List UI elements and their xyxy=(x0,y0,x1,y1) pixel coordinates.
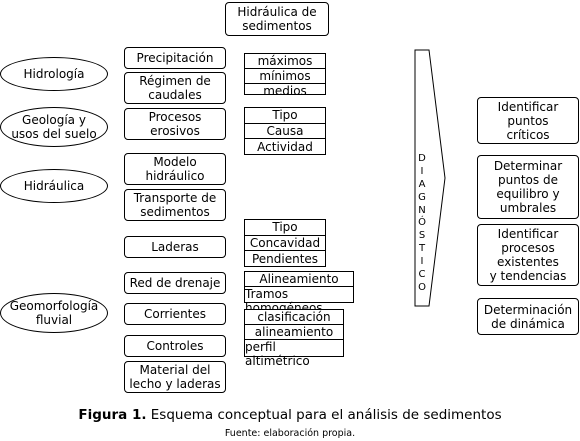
diagnostico-letter: C xyxy=(418,269,426,281)
diagnostico-label: D I A G N Ó S T I C O xyxy=(415,153,429,293)
diagnostico-letter: D xyxy=(418,153,426,164)
diagnostico-arrow xyxy=(414,49,446,307)
diagnostico-letter: A xyxy=(418,178,426,190)
box-determinar-puntos: Determinar puntos de equilibro y umbrale… xyxy=(477,155,579,219)
diagnostico-letter: N xyxy=(418,204,426,216)
box-red-drenaje: Red de drenaje xyxy=(124,272,226,294)
box-transporte: Transporte de sedimentos xyxy=(124,189,226,221)
box-regimen: Régimen de caudales xyxy=(124,72,226,104)
diagnostico-letter: I xyxy=(420,256,424,268)
stack-corrientes: clasificación alineamiento perfil altimé… xyxy=(244,309,344,368)
diagnostico-letter: T xyxy=(418,243,426,255)
box-corrientes: Corrientes xyxy=(124,303,226,325)
box-controles: Controles xyxy=(124,335,226,357)
box-material: Material del lecho y laderas xyxy=(124,361,226,393)
stack-item: clasificación xyxy=(257,310,331,324)
stack-drenaje: Alineamiento Tramos homogéneos xyxy=(244,271,354,315)
box-modelo: Modelo hidráulico xyxy=(124,153,226,185)
box-laderas: Laderas xyxy=(124,236,226,258)
stack-item: máximos xyxy=(257,54,313,68)
title-box: Hidráulica de sedimentos xyxy=(225,2,329,36)
figure-source: Fuente: elaboración propia. xyxy=(224,428,356,439)
oval-hidrologia: Hidrología xyxy=(0,57,108,91)
stack-item: Tipo xyxy=(272,108,298,123)
oval-geomorfologia: Geomorfología fluvial xyxy=(0,293,108,333)
diagnostico-letter: Ó xyxy=(418,217,426,229)
caption-label: Figura 1. xyxy=(78,407,147,423)
diagnostico-letter: I xyxy=(420,165,424,177)
stack-laderas: Tipo Concavidad Pendientes xyxy=(244,219,326,267)
stack-item: Concavidad xyxy=(245,234,325,251)
box-identificar-procesos: Identificar procesos existentes y tenden… xyxy=(477,224,579,286)
stack-item: Pendientes xyxy=(245,250,325,266)
caption-text: Esquema conceptual para el análisis de s… xyxy=(146,407,502,423)
box-procesos: Procesos erosivos xyxy=(124,108,226,140)
oval-geologia: Geología y usos del suelo xyxy=(0,107,108,147)
stack-item: Alineamiento xyxy=(259,272,339,286)
stack-item: alineamiento xyxy=(245,324,343,339)
diagnostico-letter: S xyxy=(418,230,426,242)
figure-caption: Figura 1. Esquema conceptual para el aná… xyxy=(0,407,580,423)
box-determinacion-dinamica: Determinación de dinámica xyxy=(477,298,579,335)
diagnostico-letter: G xyxy=(418,191,426,203)
stack-item: Actividad xyxy=(245,138,325,154)
stack-item: perfil altimétrico xyxy=(245,339,343,368)
stack-erosion: Tipo Causa Actividad xyxy=(244,107,326,155)
stack-caudales: máximos mínimos medios xyxy=(244,53,326,98)
box-precipitacion: Precipitación xyxy=(124,47,226,69)
stack-item: Causa xyxy=(245,122,325,139)
oval-hidraulica: Hidráulica xyxy=(0,169,108,203)
box-identificar-puntos: Identificar puntos críticos xyxy=(477,97,579,144)
stack-item: medios xyxy=(245,83,325,98)
diagnostico-letter: O xyxy=(418,281,426,293)
stack-item: Tipo xyxy=(272,220,298,235)
stack-item: mínimos xyxy=(245,68,325,83)
